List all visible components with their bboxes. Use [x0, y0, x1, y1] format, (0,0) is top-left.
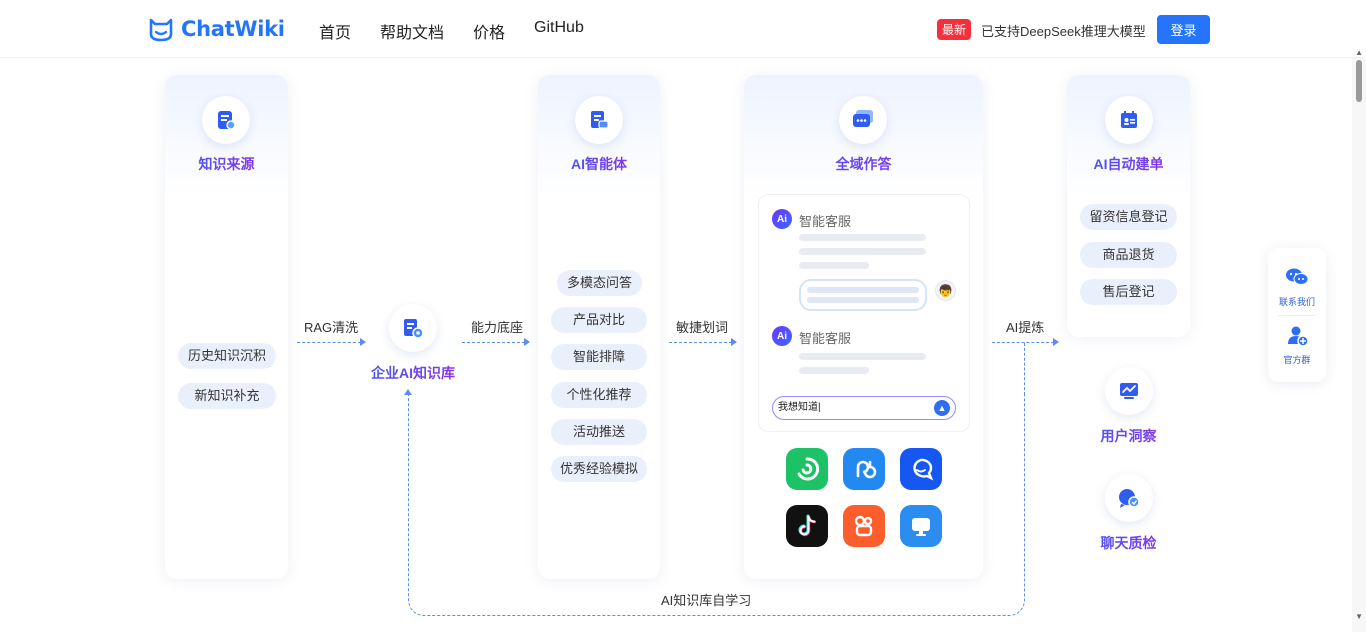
message-placeholder-line — [799, 248, 926, 255]
user-insight-icon — [1105, 367, 1153, 415]
chat-quality-title: 聊天质检 — [1067, 533, 1190, 553]
customer-service-app-icon[interactable] — [900, 448, 942, 490]
rag-arrow-head-icon — [360, 338, 366, 346]
pill-history-knowledge: 历史知识沉积 — [178, 343, 276, 369]
pill-product-compare: 产品对比 — [551, 307, 647, 333]
pill-smart-troubleshoot: 智能排障 — [551, 344, 647, 370]
web-desktop-app-icon[interactable] — [900, 505, 942, 547]
scroll-up-arrow-icon[interactable]: ▲ — [1355, 48, 1363, 57]
ai-bot-avatar-icon: Ai — [772, 209, 792, 229]
main-nav: 首页 帮助文档 价格 GitHub — [319, 19, 613, 43]
logo-text: ChatWiki — [181, 17, 285, 41]
chatwiki-cat-logo-icon — [149, 18, 173, 42]
rag-clean-label: RAG清洗 — [304, 320, 359, 335]
quick-select-arrow-head-icon — [731, 338, 737, 346]
float-divider — [1278, 315, 1316, 316]
pill-aftersale-register: 售后登记 — [1080, 279, 1177, 305]
knowledge-source-title: 知识来源 — [165, 154, 288, 174]
deepseek-notice[interactable]: 已支持DeepSeek推理大模型 — [981, 24, 1146, 39]
enterprise-kb-icon — [389, 304, 437, 352]
chat-preview — [758, 194, 970, 432]
pill-campaign-push: 活动推送 — [551, 419, 647, 445]
nav-pricing[interactable]: 价格 — [473, 25, 506, 42]
douyin-app-icon[interactable] — [786, 505, 828, 547]
scroll-down-arrow-icon[interactable]: ▼ — [1355, 612, 1363, 621]
login-button[interactable]: 登录 — [1157, 15, 1210, 44]
capability-arrow-head-icon — [524, 338, 530, 346]
official-group-label: 官方群 — [1283, 355, 1311, 365]
pill-multimodal-qa: 多模态问答 — [557, 270, 642, 296]
loop-up-arrow-icon — [404, 389, 412, 395]
ai-bot-avatar-icon: Ai — [772, 326, 792, 346]
floating-contact-panel: 联系我们 官方群 — [1268, 248, 1326, 382]
official-group-button[interactable]: 官方群 — [1268, 316, 1326, 382]
ai-agent-icon — [575, 96, 623, 144]
message-placeholder-line — [799, 367, 869, 374]
capability-arrow-line — [462, 342, 525, 343]
bot-name: 智能客服 — [799, 331, 852, 346]
ai-extract-arrow-line — [992, 342, 1054, 343]
ai-extract-label: AI提炼 — [1006, 320, 1045, 335]
user-message-line — [807, 297, 919, 303]
user-insight-title: 用户洞察 — [1067, 426, 1190, 446]
rag-arrow-line — [297, 342, 361, 343]
ai-auto-order-title: AI自动建单 — [1067, 154, 1190, 174]
ai-extract-arrow-head-icon — [1053, 338, 1059, 346]
logo[interactable]: ChatWiki — [147, 15, 285, 43]
user-message-bubble — [799, 279, 927, 311]
capability-base-label: 能力底座 — [471, 320, 524, 335]
message-placeholder-line — [799, 262, 869, 269]
message-placeholder-line — [799, 234, 926, 241]
omni-answer-title: 全域作答 — [744, 154, 983, 174]
nav-docs[interactable]: 帮助文档 — [380, 25, 445, 42]
message-placeholder-line — [799, 353, 926, 360]
nav-github[interactable]: GitHub — [534, 19, 584, 36]
nav-home[interactable]: 首页 — [319, 25, 352, 42]
group-add-icon — [1288, 326, 1309, 347]
contact-us-label: 联系我们 — [1278, 297, 1315, 307]
pill-product-return: 商品退货 — [1080, 242, 1177, 268]
bot-name: 智能客服 — [799, 214, 852, 229]
pill-new-knowledge: 新知识补充 — [178, 383, 276, 409]
loop-connector-line — [1024, 343, 1025, 395]
self-learning-label: AI知识库自学习 — [659, 590, 754, 609]
new-badge: 最新 — [937, 19, 972, 40]
mini-program-app-icon[interactable] — [843, 448, 885, 490]
wechat-work-app-icon[interactable] — [786, 448, 828, 490]
self-learning-loop-line — [408, 395, 1025, 616]
user-message-line — [807, 287, 919, 293]
chat-quality-icon — [1105, 474, 1153, 522]
enterprise-kb-title: 企业AI知识库 — [353, 363, 473, 383]
omni-answer-icon — [839, 96, 887, 144]
quick-select-label: 敏捷划词 — [676, 320, 729, 335]
contact-us-button[interactable]: 联系我们 — [1268, 248, 1326, 314]
pill-experience-simulate: 优秀经验模拟 — [551, 456, 647, 482]
ai-auto-order-icon — [1105, 96, 1153, 144]
ai-agent-title: AI智能体 — [538, 154, 660, 174]
quick-select-arrow-line — [669, 342, 732, 343]
wechat-icon — [1286, 268, 1309, 285]
knowledge-source-card — [165, 75, 288, 579]
page-scrollbar[interactable] — [1352, 58, 1366, 632]
knowledge-source-icon — [202, 96, 250, 144]
pill-lead-register: 留资信息登记 — [1080, 204, 1177, 230]
send-arrow-icon[interactable]: ▲ — [934, 400, 950, 416]
top-navbar: ChatWiki 首页 帮助文档 价格 GitHub 最新 已支持DeepSee… — [0, 0, 1366, 58]
scrollbar-thumb[interactable] — [1356, 60, 1362, 102]
chat-input[interactable]: 我想知道| — [772, 396, 956, 420]
kuaishou-app-icon[interactable] — [843, 505, 885, 547]
pill-personal-recommend: 个性化推荐 — [551, 382, 647, 408]
user-avatar-icon: 👦 — [935, 280, 956, 301]
